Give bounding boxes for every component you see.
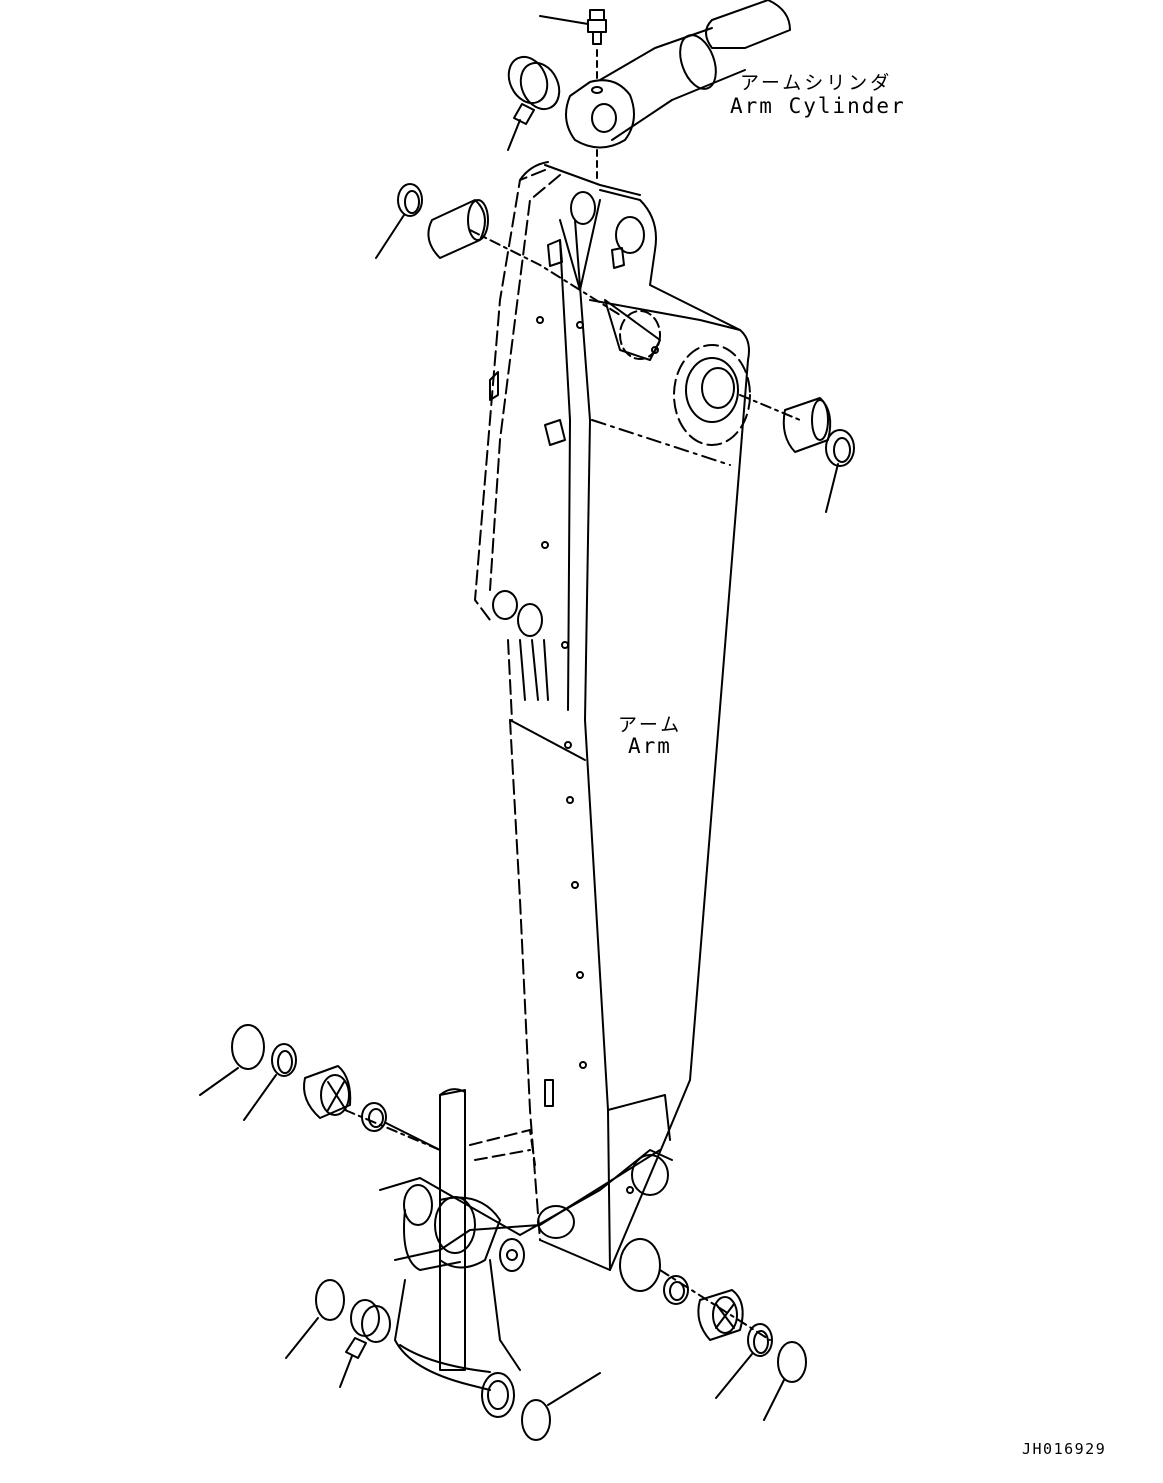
arm-cylinder <box>565 0 791 179</box>
bushing-top-left <box>427 199 489 259</box>
bushing-lower-right <box>697 1289 744 1341</box>
seal-ring-lower-left <box>243 1043 297 1121</box>
dust-seal-lower-left <box>361 1102 441 1151</box>
o-ring-lower-right <box>763 1341 807 1421</box>
arm-cylinder-label-en: Arm Cylinder <box>730 94 906 118</box>
o-ring-bottom-left <box>285 1279 345 1359</box>
arm-body <box>469 161 801 1271</box>
o-ring-bottom-center <box>521 1372 601 1441</box>
bushing-lower-left <box>303 1065 441 1151</box>
dust-seal-lower-right <box>663 1275 689 1305</box>
arm-label-en: Arm <box>628 734 672 758</box>
grease-fitting <box>539 9 607 45</box>
arm-cylinder-label-jp: アームシリンダ <box>740 72 893 94</box>
drawing-code: JH016929 <box>1022 1440 1107 1458</box>
arm-label-jp: アーム <box>618 714 683 736</box>
o-ring-lower-left <box>199 1024 265 1096</box>
seal-ring-top-left <box>375 183 423 259</box>
bushing-right <box>782 397 832 453</box>
centerline-lower-right <box>659 1269 771 1341</box>
seal-ring-right <box>825 429 855 513</box>
seal-ring-lower-right <box>715 1323 773 1399</box>
shim-set-top <box>507 55 561 151</box>
shim-set-bottom-left <box>339 1299 391 1388</box>
bucket-linkage <box>379 1088 673 1418</box>
